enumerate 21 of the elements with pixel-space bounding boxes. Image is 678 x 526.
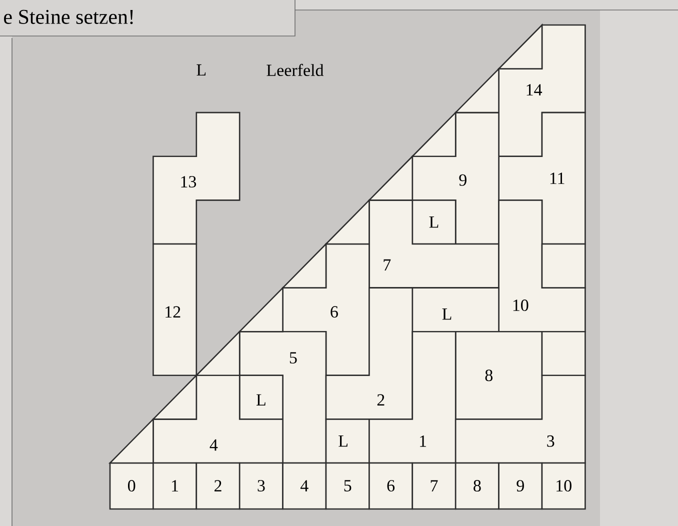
number-cell: 9 <box>498 462 543 510</box>
number-cell: 1 <box>152 462 198 510</box>
legend-text: L <box>196 64 206 76</box>
number-cell: 0 <box>109 462 154 510</box>
number-cell: 5 <box>325 462 370 510</box>
number-cell: 4 <box>282 462 327 510</box>
number-cell: 10 <box>541 462 586 510</box>
puzzle-piece: L <box>325 418 370 464</box>
puzzle-piece: L <box>412 200 456 245</box>
puzzle-piece: 13 <box>152 112 240 245</box>
blank-cell <box>541 330 586 376</box>
puzzle-piece: L <box>412 287 500 332</box>
puzzle-piece: L <box>238 374 284 420</box>
legend-text: Leerfeld <box>266 64 324 76</box>
number-cell: 8 <box>454 462 500 510</box>
number-cell: 3 <box>238 462 284 510</box>
number-cell: 2 <box>196 462 240 510</box>
number-cell: 6 <box>368 462 414 510</box>
number-cell: 7 <box>412 462 456 510</box>
title-banner: e Steine setzen! <box>0 0 296 36</box>
blank-cell <box>541 243 586 288</box>
